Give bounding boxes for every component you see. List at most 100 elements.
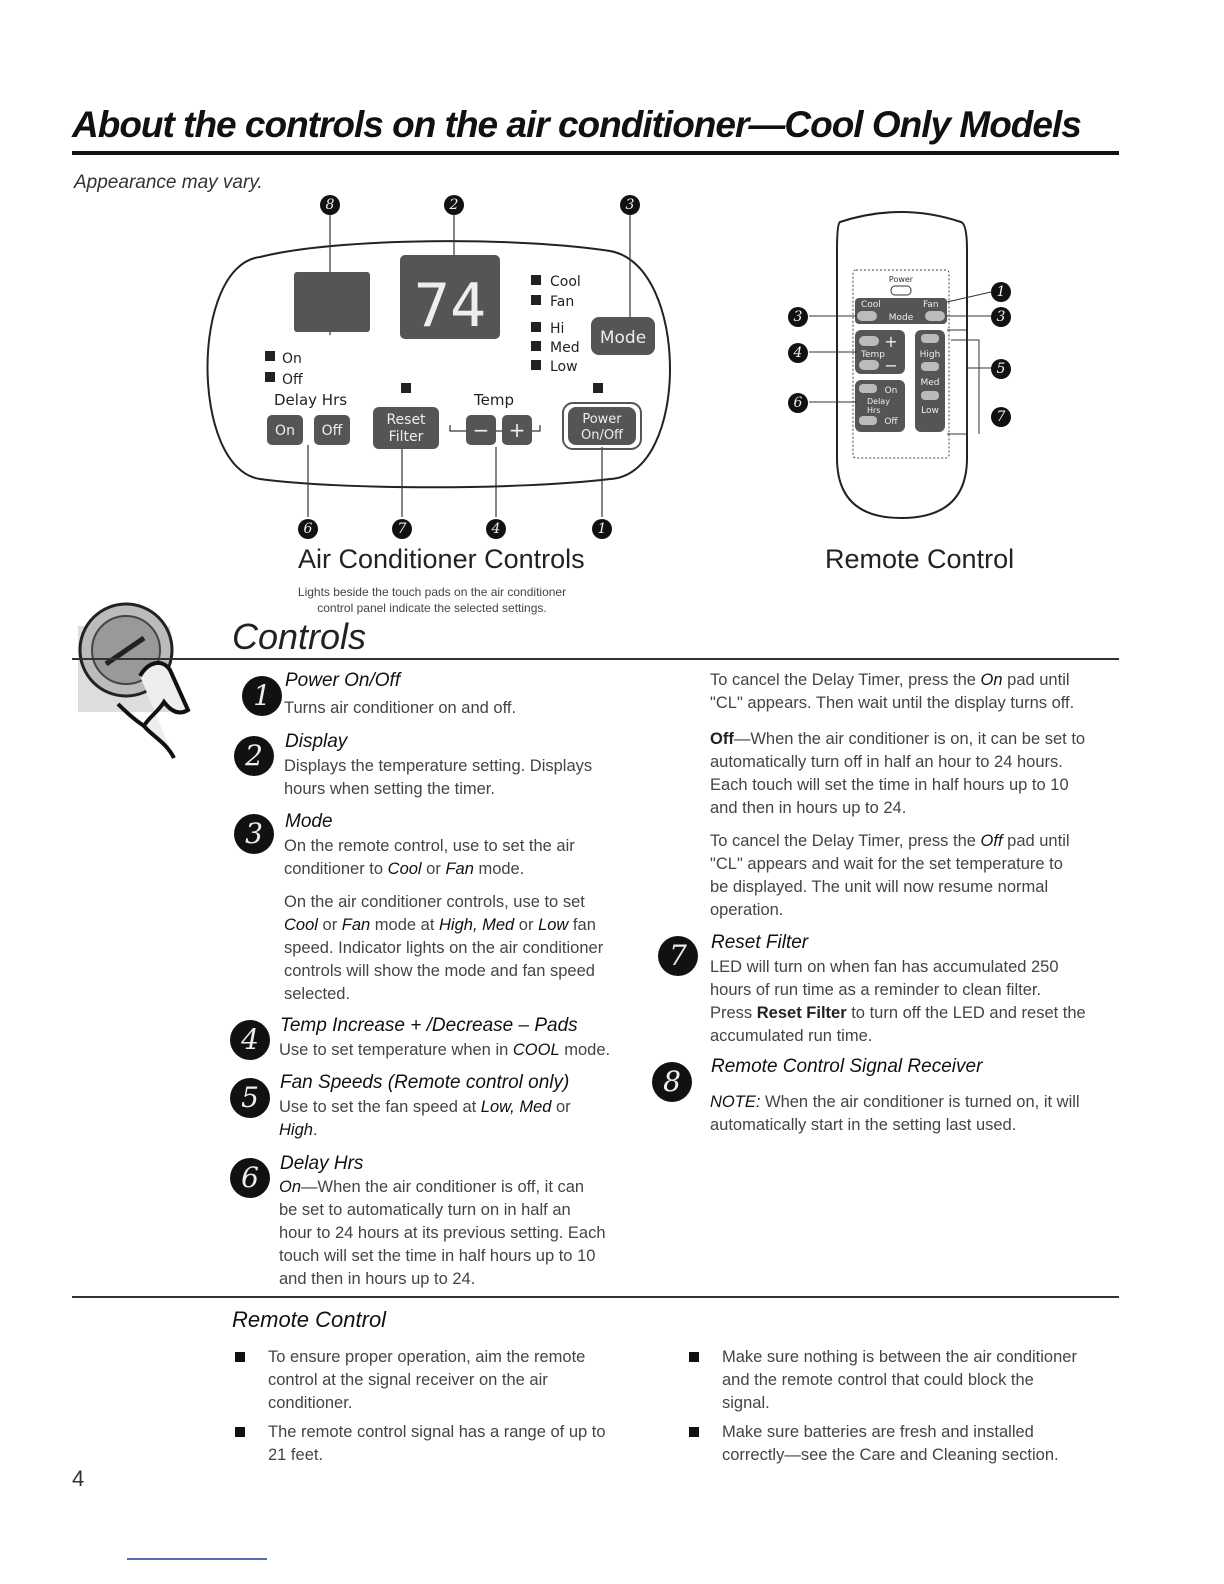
remote-bullet-1: To ensure proper operation, aim the remo… [268,1348,586,1412]
remote-callout-3: 3 [788,307,808,327]
temp-label: Temp [473,391,514,409]
cancel-off-text: To cancel the Delay Timer, press the Off… [710,832,1070,919]
power-led [593,383,603,393]
led-display [400,255,500,339]
item-5-title: Fan Speeds (Remote control only) [280,1072,570,1093]
callout-3: 3 [620,195,640,215]
item-1-badge: 1 [242,676,282,716]
svg-text:High: High [920,350,941,360]
controls-heading: Controls [232,616,367,657]
footer-link-underline [127,1558,267,1560]
svg-text:Temp: Temp [860,350,885,360]
svg-text:On/Off: On/Off [581,428,624,443]
remote-callout-4: 4 [788,343,808,363]
temp-decrease-button [466,415,496,445]
item-4-text: Use to set temperature when in COOL mode… [279,1041,611,1059]
svg-text:−: − [473,418,490,442]
bullet-marker [689,1352,699,1362]
reset-filter-button [373,407,439,449]
item-7-badge: 7 [658,936,698,976]
temp-increase-button [502,415,532,445]
svg-text:+: + [884,332,897,351]
callout-8: 8 [320,195,340,215]
callout-6: 6 [298,519,318,539]
item-7-title: Reset Filter [711,932,809,953]
remote-control-diagram: Power Cool Fan Mode + Temp − High Med Lo… [809,211,992,520]
item-1-text: Turns air conditioner on and off. [284,699,517,717]
remote-control-caption: Remote Control [825,544,1015,574]
svg-text:Power: Power [889,275,914,284]
indicator-on: On [282,351,302,367]
svg-text:Hrs: Hrs [867,406,880,415]
indicator-off: Off [282,372,303,388]
cancel-on-text: To cancel the Delay Timer, press the On … [710,671,1075,712]
remote-section-divider [72,1296,1119,1298]
item-8-title: Remote Control Signal Receiver [711,1056,983,1077]
item-5-text: Use to set the fan speed at Low, Med or … [279,1098,571,1139]
callout-7: 7 [392,519,412,539]
item-3-badge: 3 [234,814,274,854]
svg-text:Filter: Filter [389,429,424,445]
indicator-hi: Hi [550,321,564,337]
item-6-title: Delay Hrs [280,1153,364,1174]
svg-text:Reset: Reset [386,412,426,428]
svg-text:Delay: Delay [867,397,890,406]
hand-pressing-knob-icon [78,602,191,759]
item-3-title: Mode [285,811,333,832]
svg-text:Med: Med [920,378,939,388]
delay-off-button [314,415,350,445]
svg-text:Low: Low [921,406,939,416]
item-5-badge: 5 [230,1078,270,1118]
item-1-title: Power On/Off [285,670,401,691]
svg-text:On: On [275,423,295,439]
item-3-text: On the remote control, use to set the ai… [284,837,604,1003]
remote-bullet-2: The remote control signal has a range of… [268,1423,606,1464]
remote-callout-3b: 3 [991,307,1011,327]
ac-control-panel-diagram: 74 Cool Fan Hi Med Low Mode On Off Delay… [206,215,671,517]
callout-4: 4 [486,519,506,539]
svg-text:Mode: Mode [889,313,914,323]
remote-bullet-4: Make sure batteries are fresh and instal… [722,1423,1059,1464]
svg-text:+: + [509,418,526,442]
controls-divider [72,658,1119,660]
remote-callout-7: 7 [991,407,1011,427]
signal-receiver-window [294,272,370,332]
delay-hrs-label: Delay Hrs [274,391,347,409]
indicator-fan: Fan [550,294,574,310]
bullet-marker [235,1427,245,1437]
indicator-cool: Cool [550,274,581,290]
panel-outline [206,240,671,489]
callout-2: 2 [444,195,464,215]
delay-on-button [267,415,303,445]
indicator-low: Low [550,359,578,375]
off-text: Off—When the air conditioner is on, it c… [710,730,1086,817]
bullet-marker [689,1427,699,1437]
item-4-badge: 4 [230,1020,270,1060]
reset-filter-led [401,383,411,393]
item-2-badge: 2 [234,736,274,776]
item-8-badge: 8 [652,1062,692,1102]
remote-callout-6: 6 [788,393,808,413]
svg-text:On: On [885,386,898,396]
indicator-med: Med [550,340,580,356]
item-2-title: Display [285,731,348,752]
appearance-note: Appearance may vary. [74,172,263,193]
item-6-text: On—When the air conditioner is off, it c… [279,1178,606,1288]
svg-text:Fan: Fan [923,300,939,310]
svg-text:Power: Power [582,412,622,427]
item-7-text: LED will turn on when fan has accumulate… [710,958,1086,1045]
svg-text:−: − [884,356,897,375]
item-2-text: Displays the temperature setting. Displa… [284,757,593,798]
svg-text:Cool: Cool [861,300,881,310]
remote-callout-1: 1 [991,282,1011,302]
item-6-badge: 6 [230,1158,270,1198]
callout-1: 1 [592,519,612,539]
svg-text:Off: Off [884,417,898,427]
svg-text:Mode: Mode [600,328,646,348]
title-divider [72,151,1119,155]
remote-section-heading: Remote Control [232,1307,387,1332]
display-digits: 74 [414,271,486,341]
power-onoff-button [568,407,636,445]
item-8-text: NOTE: When the air conditioner is turned… [710,1093,1080,1134]
remote-bullet-3: Make sure nothing is between the air con… [722,1348,1077,1412]
